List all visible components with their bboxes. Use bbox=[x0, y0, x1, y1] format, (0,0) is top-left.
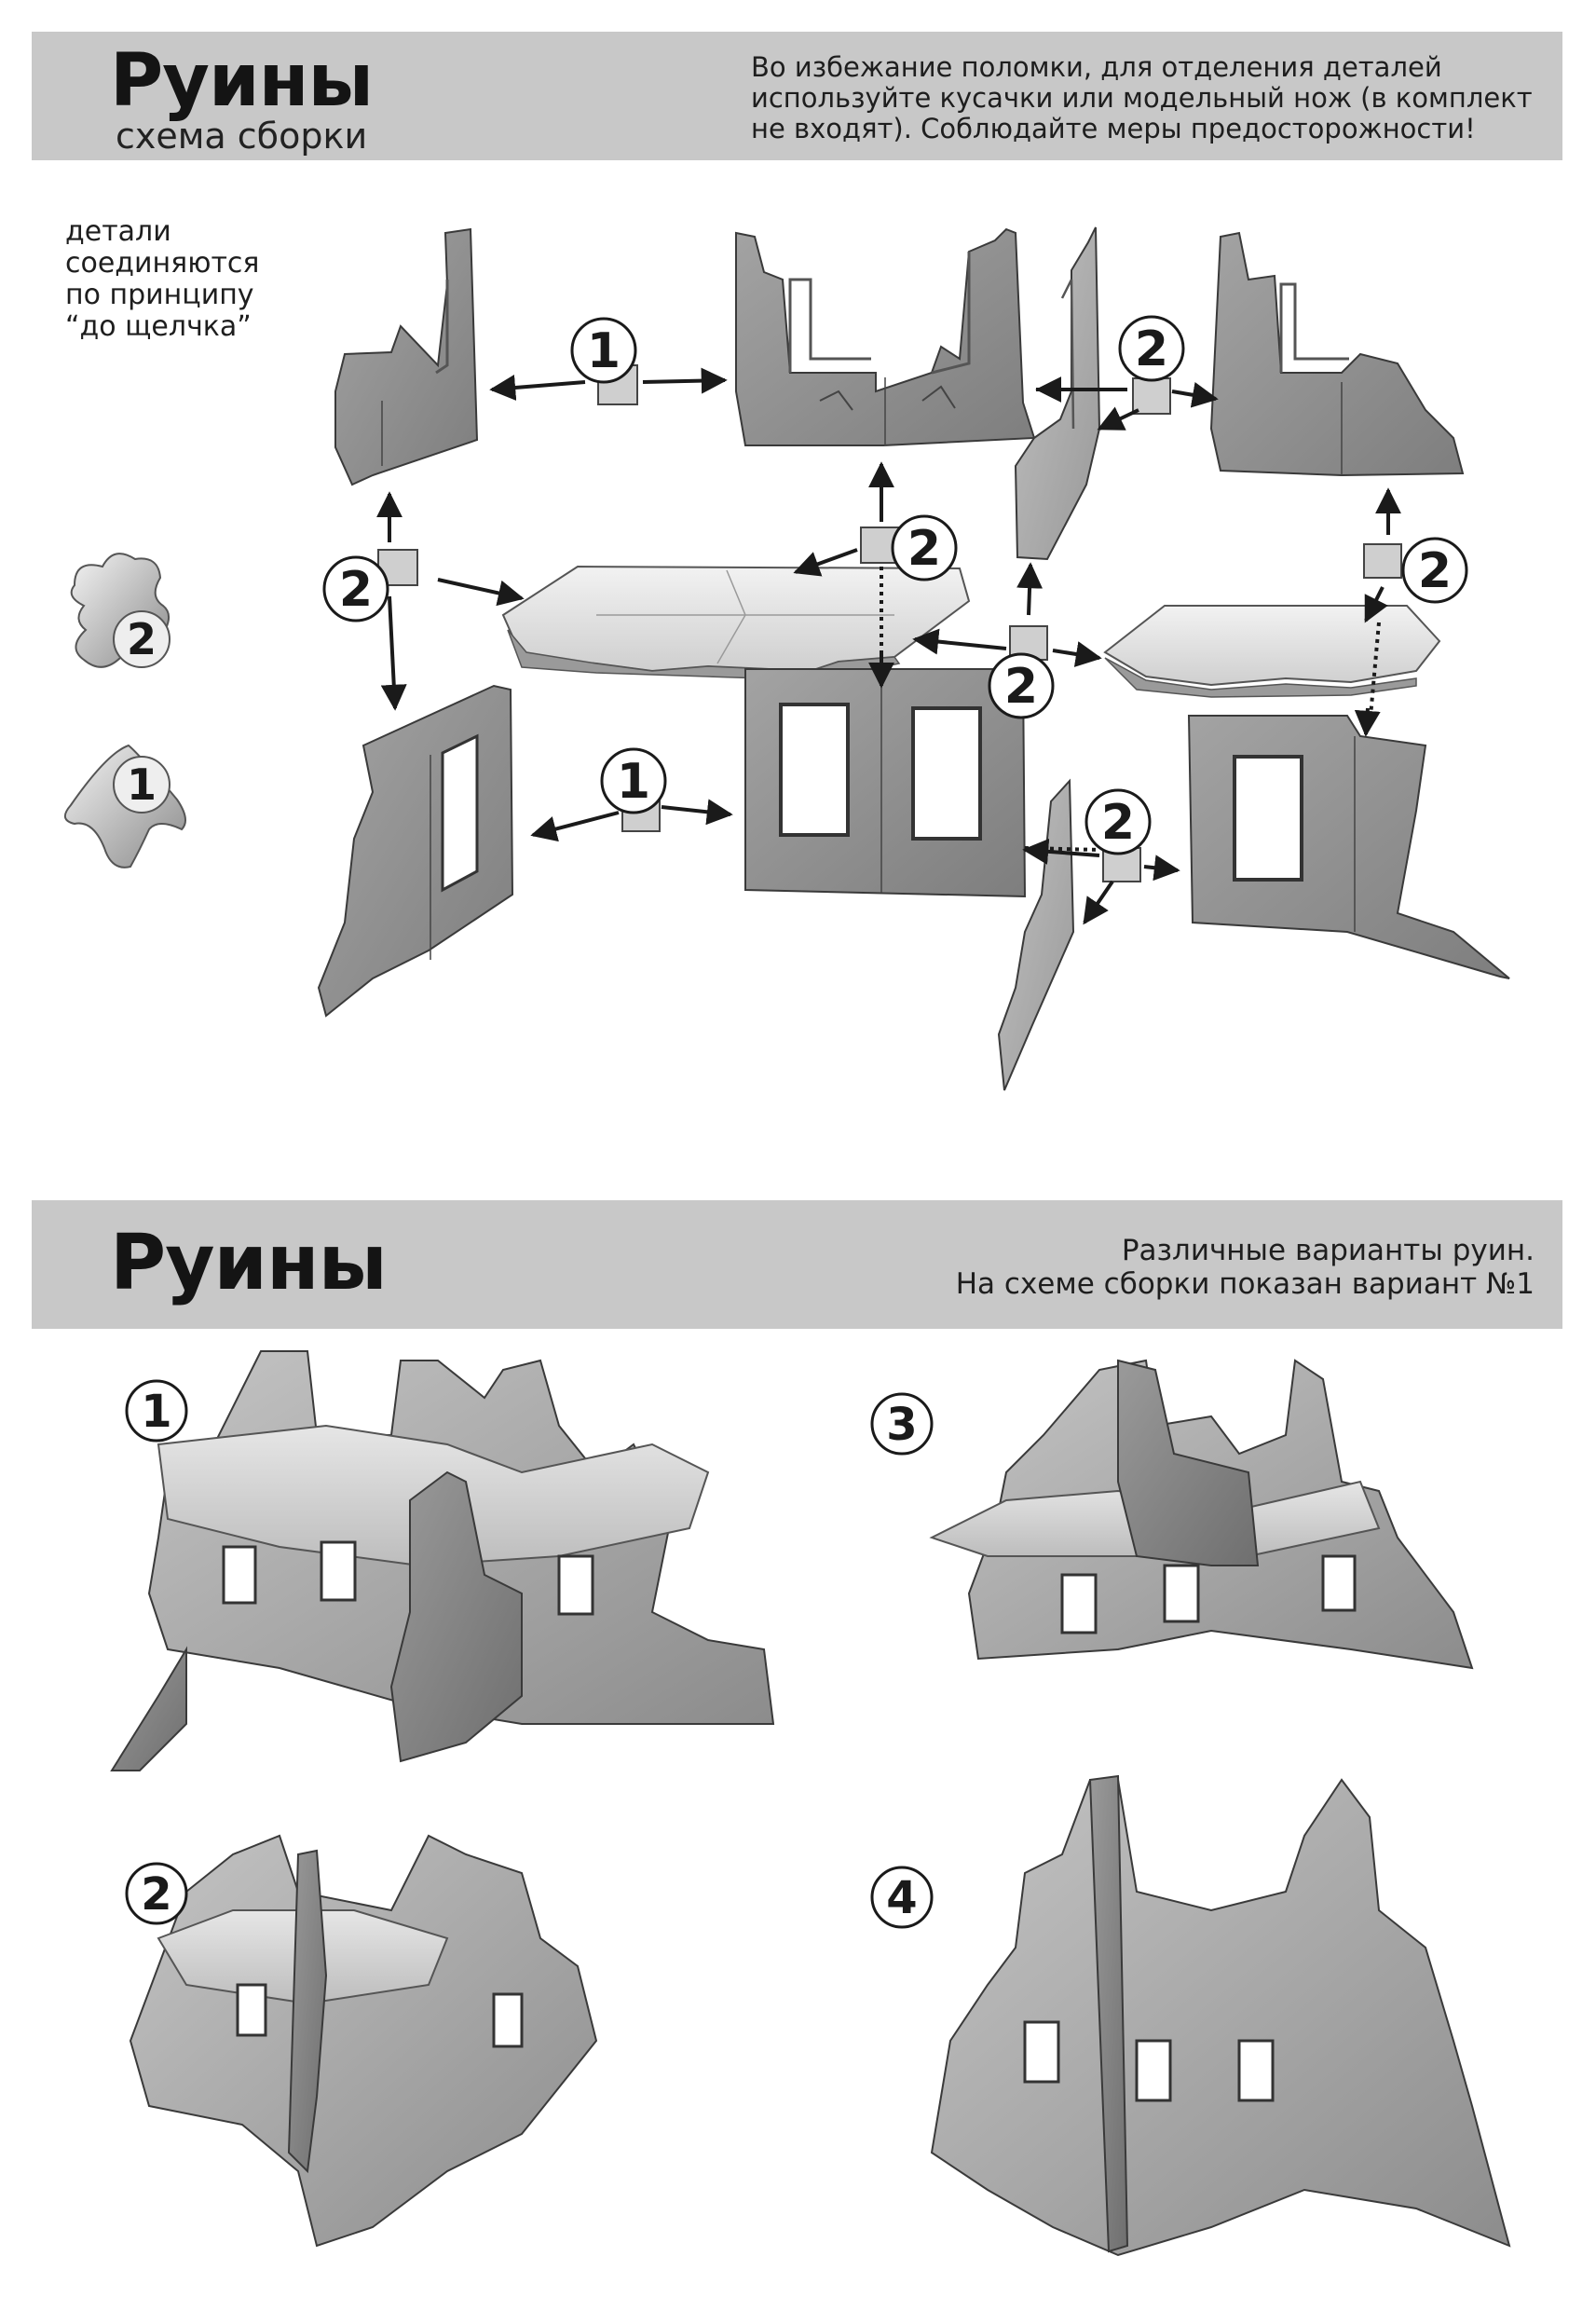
variant-number-4: 4 bbox=[870, 1866, 934, 1929]
wall-window-bottom-left bbox=[317, 684, 514, 1018]
svg-text:2: 2 bbox=[1101, 795, 1135, 851]
variant-number-1: 1 bbox=[125, 1379, 188, 1443]
page-title: Руины bbox=[110, 39, 374, 123]
connector-badge-2: 2 bbox=[322, 555, 389, 622]
note-line: “до щелчка” bbox=[65, 310, 252, 343]
svg-text:2: 2 bbox=[1135, 321, 1168, 377]
variants-note-line: На схеме сборки показан вариант №1 bbox=[955, 1267, 1535, 1301]
connector-badge-1: 1 bbox=[600, 747, 667, 814]
svg-text:1: 1 bbox=[617, 754, 650, 810]
connector-badge-2: 2 bbox=[1084, 788, 1152, 855]
note-line: детали bbox=[65, 215, 171, 248]
page-subtitle: схема сборки bbox=[116, 116, 368, 157]
connector-badge-2: 2 bbox=[1118, 315, 1185, 382]
wall-window-bottom-right bbox=[1187, 715, 1510, 979]
variants-banner: Руины Различные варианты руин. На схеме … bbox=[32, 1200, 1562, 1329]
assembly-diagram: 2 1 bbox=[64, 226, 1510, 1091]
floor-panel-right bbox=[1103, 605, 1441, 698]
variant-number-3: 3 bbox=[870, 1392, 934, 1456]
variants-note: Различные варианты руин. На схеме сборки… bbox=[956, 1234, 1535, 1301]
svg-text:2: 2 bbox=[1418, 543, 1452, 599]
variant-number-2: 2 bbox=[125, 1862, 188, 1925]
note-line: соединяются bbox=[65, 247, 260, 280]
svg-text:1: 1 bbox=[141, 1386, 171, 1438]
svg-text:3: 3 bbox=[886, 1399, 917, 1451]
legend-connector-2: 2 bbox=[70, 553, 171, 668]
svg-text:1: 1 bbox=[587, 323, 621, 379]
connector-badge-2: 2 bbox=[988, 652, 1055, 719]
wall-pillar-bottom-center bbox=[997, 778, 1075, 1091]
wall-window-bottom-middle bbox=[744, 668, 1027, 898]
variant-3-illustration bbox=[929, 1359, 1474, 1670]
safety-warning: Во избежание поломки, для отделения дета… bbox=[751, 51, 1533, 144]
variant-2-illustration bbox=[129, 1834, 598, 2248]
wall-ruin-top-right bbox=[1209, 231, 1465, 477]
header-banner: Руины схема сборки Во избежание поломки,… bbox=[32, 32, 1562, 160]
svg-text:2: 2 bbox=[907, 521, 941, 577]
note-line: по принципу bbox=[65, 279, 254, 311]
svg-text:4: 4 bbox=[886, 1872, 917, 1924]
variant-4-illustration bbox=[930, 1774, 1511, 2257]
legend-connector-1: 1 bbox=[64, 744, 186, 868]
variant-1-illustration bbox=[110, 1350, 775, 1771]
legend-number: 1 bbox=[127, 759, 157, 810]
wall-ruin-top-left bbox=[334, 227, 479, 486]
svg-text:2: 2 bbox=[339, 562, 373, 618]
legend-number: 2 bbox=[127, 614, 157, 664]
variants-title: Руины bbox=[110, 1219, 388, 1307]
wall-ruin-top-middle bbox=[735, 227, 1036, 446]
connector-badge-2: 2 bbox=[891, 514, 958, 581]
snap-fit-note: детали соединяются по принципу “до щелчк… bbox=[65, 216, 307, 343]
svg-text:2: 2 bbox=[1004, 659, 1038, 715]
vertical-arrow-tips bbox=[868, 652, 1381, 737]
wall-pillar-top-right bbox=[1014, 226, 1101, 561]
variants-illustrations: 1 3 2 4 bbox=[110, 1350, 1511, 2257]
variants-note-line: Различные варианты руин. bbox=[1121, 1234, 1535, 1267]
floor-panel-left bbox=[501, 565, 971, 681]
assembly-arrows bbox=[376, 367, 1401, 925]
connector-badge-2: 2 bbox=[1401, 537, 1468, 604]
svg-text:2: 2 bbox=[141, 1868, 171, 1921]
connector-badge-1: 1 bbox=[570, 317, 637, 384]
